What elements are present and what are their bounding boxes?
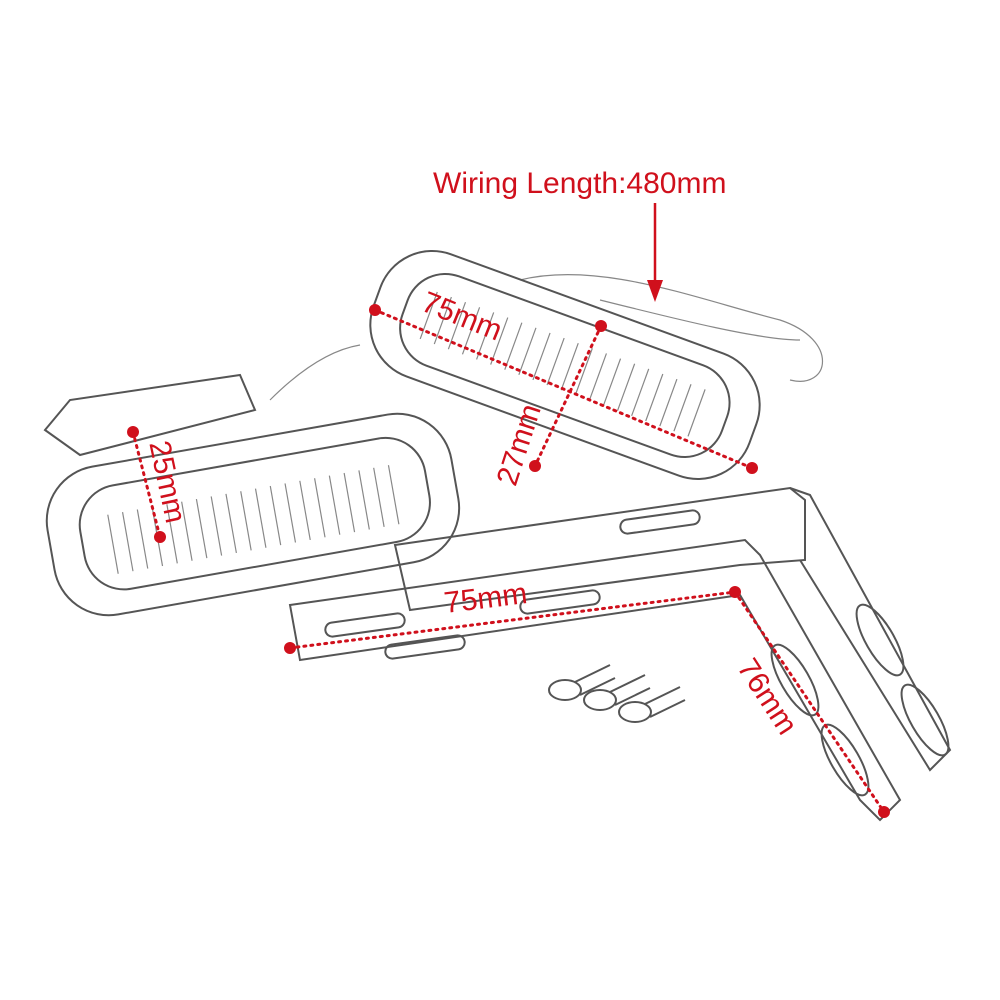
dimension-lines: [127, 304, 890, 818]
screws: [548, 664, 686, 723]
wiring-length-label: Wiring Length:480mm: [433, 167, 727, 200]
wire: [269, 273, 823, 401]
bracket: [288, 486, 952, 822]
wiring-arrow: [647, 203, 663, 302]
left-lamp: [43, 373, 461, 617]
right-lamp: [369, 250, 761, 480]
